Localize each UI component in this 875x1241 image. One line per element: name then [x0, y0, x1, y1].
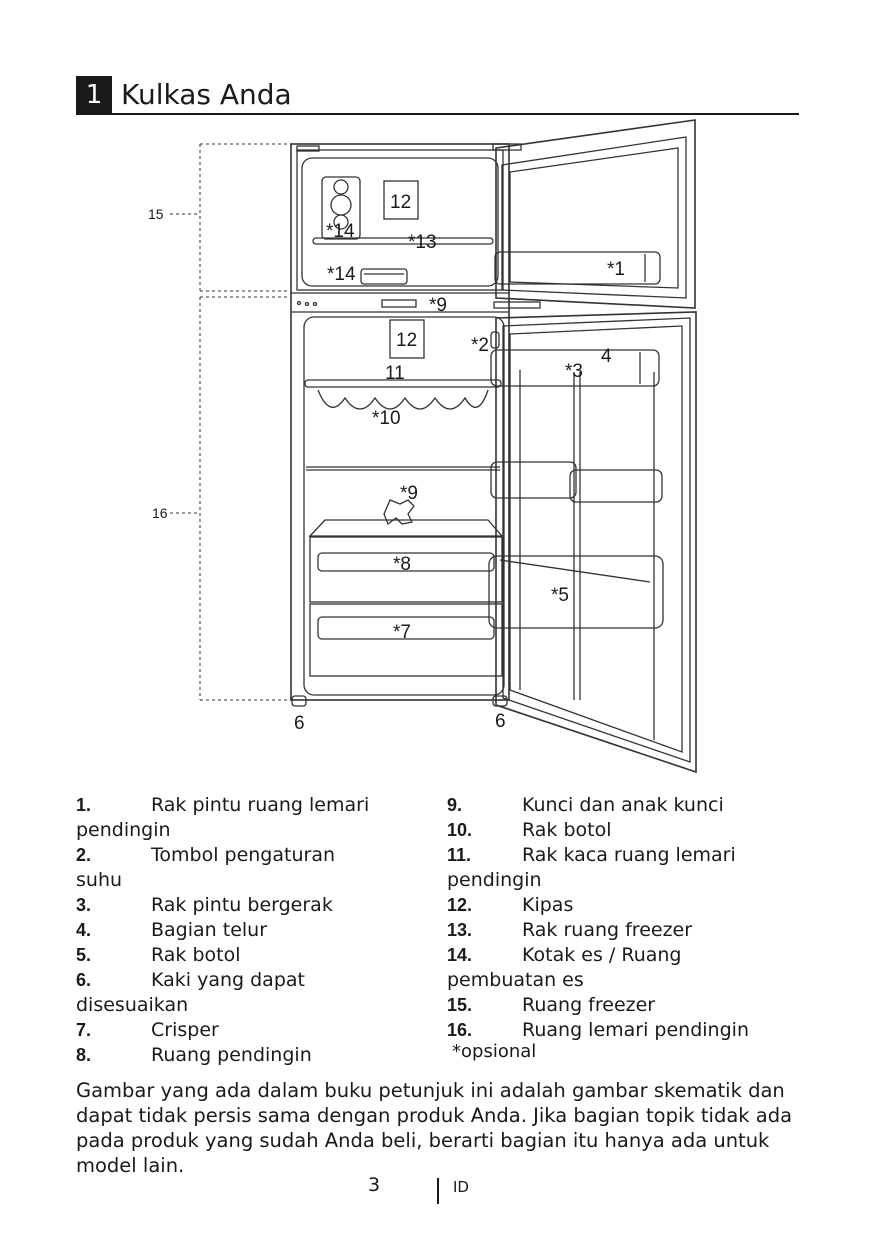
- legend-item-cont: suhu: [76, 869, 123, 891]
- bottle-door-shelf: [488, 555, 664, 629]
- freezer-bracket: [170, 143, 291, 292]
- refrigerator-diagram: 15 16 12 *14 *13 *14 *1 *9 12 *2 4 *3 11…: [148, 119, 697, 774]
- page-number: 3: [368, 1174, 381, 1196]
- ice-box: [360, 268, 408, 285]
- callout-16: 16: [152, 505, 168, 521]
- cabinet-outline: [290, 143, 510, 701]
- callout-6-right: 6: [495, 711, 506, 732]
- legend-item-cont: pendingin: [447, 869, 542, 891]
- callout-9-top: *9: [429, 295, 447, 316]
- key-icon: [383, 499, 415, 526]
- page-title: Kulkas Anda: [121, 78, 292, 111]
- callout-12-freezer: 12: [390, 192, 411, 213]
- callout-6-left: 6: [294, 713, 305, 734]
- legend-item: 11.Rak kaca ruang lemari: [447, 844, 736, 866]
- crisper-upper: [309, 536, 503, 603]
- moving-door-shelf: [490, 349, 660, 387]
- ice-tray-unit: [321, 176, 361, 240]
- legend-item: 15.Ruang freezer: [447, 994, 656, 1016]
- callout-1: *1: [607, 259, 625, 280]
- legend-item: 10.Rak botol: [447, 819, 612, 841]
- disclaimer-paragraph: Gambar yang ada dalam buku petunjuk ini …: [76, 1079, 793, 1177]
- legend-item: 12.Kipas: [447, 894, 574, 916]
- callout-12-fridge: 12: [396, 330, 417, 351]
- legend-item: 14.Kotak es / Ruang: [447, 944, 682, 966]
- callout-15: 15: [148, 206, 164, 222]
- adjustable-foot-left: [291, 695, 307, 707]
- callout-4: 4: [601, 346, 612, 367]
- legend-item: 16.Ruang lemari pendingin: [447, 1019, 749, 1041]
- title-rule: [76, 113, 799, 115]
- glass-shelf: [304, 379, 502, 388]
- fridge-door: [495, 311, 697, 774]
- callout-9-bottom: *9: [400, 483, 418, 504]
- section-number: 1: [76, 76, 112, 114]
- legend-item: 2.Tombol pengaturan: [76, 844, 335, 866]
- footer-divider: [437, 1178, 439, 1204]
- callout-10: *10: [372, 408, 401, 429]
- fan-cover-fridge: [389, 319, 425, 359]
- legend-item: 3.Rak pintu bergerak: [76, 894, 333, 916]
- callout-11: 11: [385, 363, 405, 384]
- freezer-compartment: [301, 157, 499, 287]
- legend-item: 4.Bagian telur: [76, 919, 268, 941]
- callout-13: *13: [408, 232, 437, 253]
- legend-item-cont: pembuatan es: [447, 969, 584, 991]
- adjustable-foot-right: [492, 695, 508, 707]
- legend-item: 9.Kunci dan anak kunci: [447, 794, 724, 816]
- callout-14-bottom: *14: [327, 264, 356, 285]
- freezer-door-shelf: [494, 251, 661, 285]
- legend-item: 8.Ruang pendingin: [76, 1044, 312, 1066]
- callout-5: *5: [551, 585, 569, 606]
- freezer-shelf: [312, 237, 494, 245]
- legend-item-cont: disesuaikan: [76, 994, 189, 1016]
- thermostat-knob: [490, 331, 500, 349]
- language-code: ID: [453, 1178, 469, 1196]
- optional-note: *opsional: [452, 1041, 537, 1062]
- crisper-cover: [308, 519, 504, 537]
- legend-item: 1.Rak pintu ruang lemari: [76, 794, 370, 816]
- fridge-compartment: [303, 316, 505, 696]
- legend-item: 7.Crisper: [76, 1019, 219, 1041]
- freezer-door: [495, 119, 696, 309]
- egg-section-left: [490, 461, 577, 499]
- fan-cover-freezer: [383, 180, 419, 220]
- legend-item: 6.Kaki yang dapat: [76, 969, 305, 991]
- callout-2: *2: [471, 335, 489, 356]
- bottle-rack: [317, 389, 489, 410]
- egg-section-right: [569, 469, 663, 503]
- callout-14-top: *14: [326, 221, 355, 242]
- crisper-lower: [309, 603, 503, 677]
- legend-item: 13.Rak ruang freezer: [447, 919, 693, 941]
- legend-item-cont: pendingin: [76, 819, 171, 841]
- callout-7: *7: [393, 622, 411, 643]
- callout-8: *8: [393, 554, 411, 575]
- fridge-bracket: [170, 296, 291, 701]
- callout-3: *3: [565, 361, 583, 382]
- legend-item: 5.Rak botol: [76, 944, 241, 966]
